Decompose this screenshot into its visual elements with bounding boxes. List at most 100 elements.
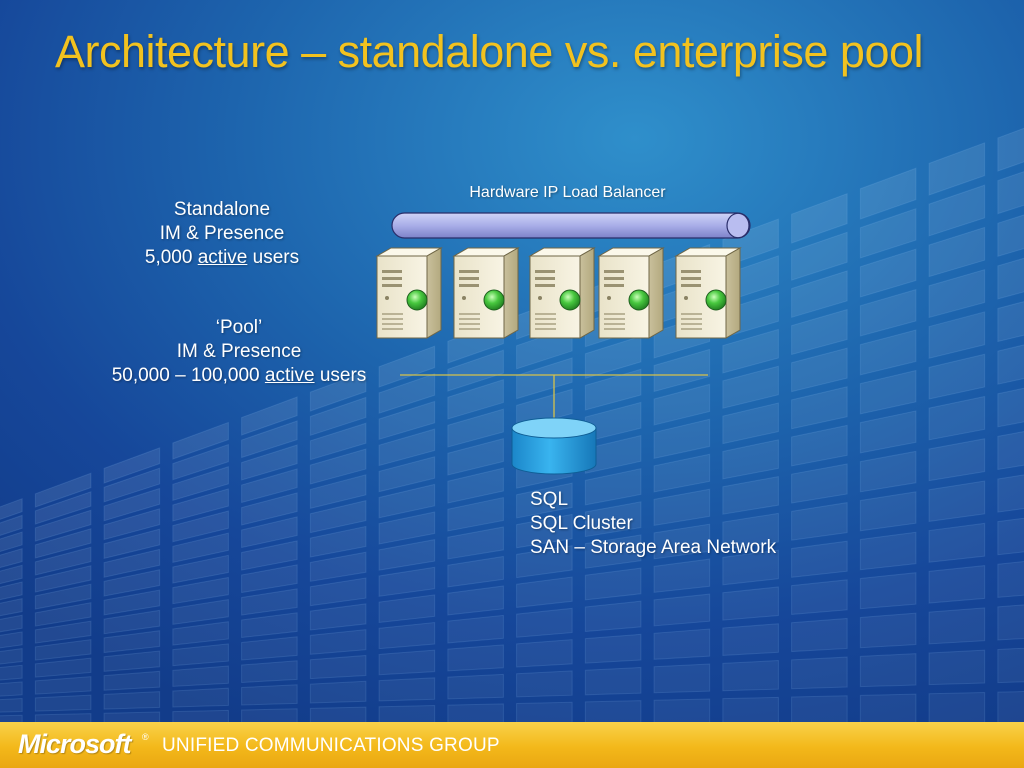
standalone-capacity: 5,000 active users: [120, 246, 324, 270]
background-pane: [447, 496, 504, 532]
background-pane: [722, 439, 779, 480]
background-pane: [309, 448, 367, 485]
background-pane: [928, 268, 986, 319]
background-pane: [34, 472, 92, 508]
database-labels: SQL SQL Cluster SAN – Storage Area Netwo…: [530, 488, 776, 560]
background-pane: [103, 487, 161, 522]
background-pane: [928, 353, 986, 400]
background-pane: [172, 510, 229, 543]
background-pane: [172, 576, 229, 605]
background-pane: [722, 476, 779, 515]
background-pane: [103, 609, 161, 635]
background-pane: [584, 335, 642, 379]
background-pane: [309, 629, 367, 655]
background-pane: [172, 532, 229, 563]
background-pane: [997, 301, 1024, 343]
background-pane: [722, 328, 779, 374]
background-pane: [378, 594, 436, 623]
background-pane: [928, 438, 986, 482]
status-led-icon: [628, 289, 650, 311]
background-pane: [997, 604, 1024, 641]
background-pane: [859, 410, 917, 454]
standalone-users-suffix: users: [252, 247, 300, 268]
background-pane: [103, 670, 161, 691]
background-pane: [791, 502, 848, 541]
background-pane: [103, 447, 161, 484]
background-pane: [859, 491, 917, 532]
background-pane: [34, 583, 92, 610]
background-pane: [447, 349, 504, 392]
background-pane: [0, 514, 23, 536]
background-pane: [928, 226, 986, 278]
background-pane: [447, 555, 504, 588]
background-pane: [378, 456, 436, 493]
background-pane: [928, 565, 986, 604]
background-pane: [378, 483, 436, 519]
background-pane: [584, 633, 642, 664]
background-pane: [309, 500, 367, 534]
background-pane: [241, 468, 298, 504]
background-pane: [378, 677, 436, 702]
background-pane: [103, 569, 161, 597]
background-pane: [928, 395, 986, 441]
background-pane: [722, 549, 779, 586]
background-pane: [722, 402, 779, 445]
background-pane: [378, 621, 436, 650]
background-pane: [928, 649, 986, 686]
background-pane: [0, 614, 23, 633]
background-pane: [516, 670, 573, 698]
pool-users-suffix: users: [319, 365, 367, 386]
status-led-icon: [406, 289, 428, 311]
group-name: UNIFIED COMMUNICATIONS GROUP: [162, 735, 500, 756]
background-pane: [447, 614, 504, 644]
background-pane: [653, 453, 711, 493]
background-pane: [928, 607, 986, 645]
background-pane: [241, 684, 298, 706]
background-pane: [378, 400, 436, 441]
standalone-title: Standalone: [173, 199, 271, 220]
background-pane: [653, 418, 711, 460]
background-pane: [34, 565, 92, 593]
database-cluster-label: SQL Cluster: [530, 513, 633, 534]
page-title: Architecture – standalone vs. enterprise…: [55, 26, 924, 77]
background-pane: [172, 643, 229, 667]
background-pane: [378, 539, 436, 571]
background-pane: [172, 466, 229, 502]
background-pane: [103, 467, 161, 503]
background-pane: [516, 639, 573, 668]
server-pool: [375, 247, 742, 339]
background-pane: [997, 214, 1024, 257]
background-pane: [584, 501, 642, 538]
background-pane: [997, 647, 1024, 684]
background-pane: [791, 656, 848, 690]
background-pane: [447, 467, 504, 504]
background-pane: [791, 231, 848, 281]
background-pane: [34, 694, 92, 712]
background-pane: [653, 383, 711, 426]
background-pane: [172, 421, 229, 460]
background-pane: [791, 579, 848, 615]
background-pane: [997, 257, 1024, 300]
background-pane: [928, 311, 986, 359]
background-pane: [309, 603, 367, 631]
background-pane: [0, 531, 23, 553]
background-pane: [447, 379, 504, 420]
background-pane: [859, 531, 917, 571]
background-pane: [34, 676, 92, 695]
background-pane: [997, 431, 1024, 471]
background-pane: [997, 344, 1024, 385]
background-pane: [997, 517, 1024, 556]
background-pane: [722, 660, 779, 692]
background-pane: [791, 308, 848, 356]
background-pane: [859, 653, 917, 688]
status-led-icon: [483, 289, 505, 311]
background-pane: [34, 620, 92, 644]
background-pane: [859, 167, 917, 220]
background-pane: [859, 572, 917, 610]
background-pane: [791, 386, 848, 430]
background-pane: [309, 680, 367, 704]
footer-bar: Microsoft ® UNIFIED COMMUNICATIONS GROUP: [0, 722, 1024, 768]
pool-capacity: 50,000 – 100,000 active users: [80, 364, 398, 388]
pool-count: 50,000 – 100,000: [111, 365, 260, 386]
background-pane: [0, 631, 23, 649]
